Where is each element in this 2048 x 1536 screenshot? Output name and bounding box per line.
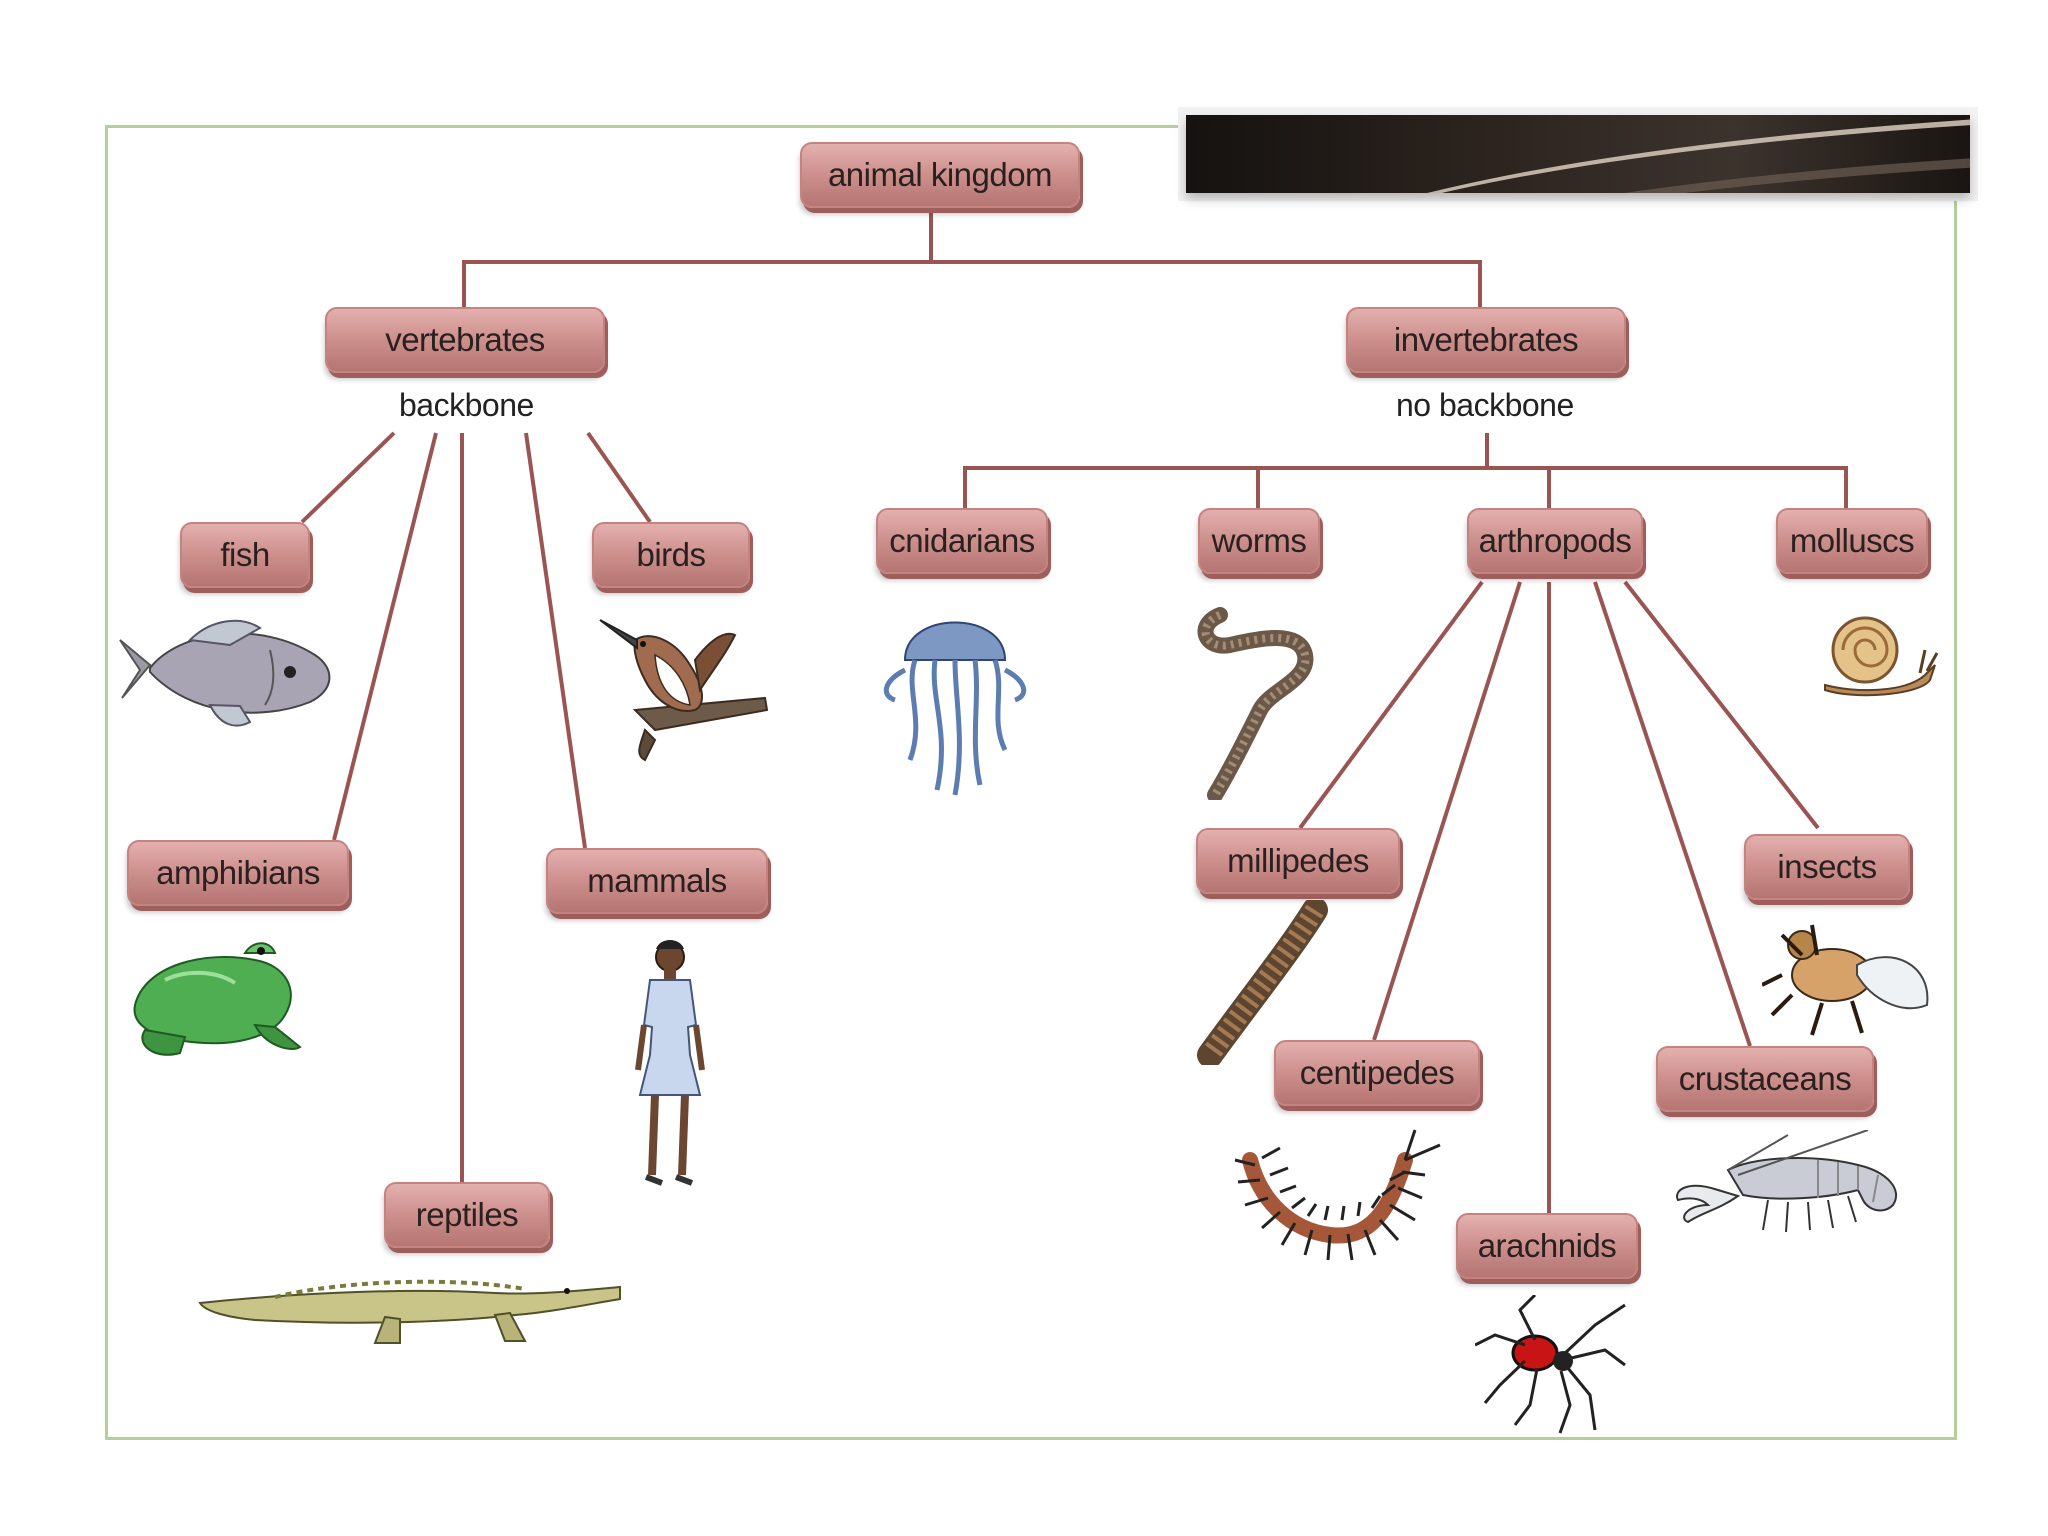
vertebrates-sublabel: backbone (399, 387, 534, 423)
centipede-illustration (1234, 1129, 1441, 1261)
node-arthropods: arthropods (1467, 508, 1643, 574)
node-vertebrates: vertebrates (325, 307, 605, 373)
node-cnidarians: cnidarians (876, 508, 1048, 574)
bird-illustration (599, 619, 769, 762)
spider-illustration (1475, 1295, 1626, 1434)
node-worms: worms (1198, 508, 1320, 574)
fly-illustration (1762, 924, 1929, 1036)
invertebrates-sublabel: no backbone (1396, 387, 1574, 423)
node-arachnids: arachnids (1456, 1213, 1638, 1279)
millipede-illustration (1197, 900, 1328, 1065)
human-illustration (635, 940, 705, 1186)
node-fish: fish (180, 522, 310, 588)
fish-illustration (119, 619, 331, 727)
node-reptiles: reptiles (384, 1182, 550, 1248)
node-crustaceans: crustaceans (1656, 1046, 1874, 1112)
node-insects: insects (1744, 834, 1910, 900)
photo-strip (1186, 115, 1970, 193)
frog-illustration (133, 942, 302, 1056)
node-millipedes: millipedes (1196, 828, 1400, 894)
shrimp-illustration (1676, 1130, 1898, 1233)
node-mammals: mammals (546, 848, 768, 914)
node-amphibians: amphibians (127, 840, 349, 906)
jellyfish-illustration (883, 621, 1027, 796)
node-molluscs: molluscs (1776, 508, 1928, 574)
crocodile-illustration (198, 1279, 621, 1344)
node-centipedes: centipedes (1274, 1040, 1480, 1106)
node-invertebrates: invertebrates (1346, 307, 1626, 373)
earthworm-illustration (1197, 607, 1314, 800)
node-animal-kingdom: animal kingdom (800, 142, 1080, 208)
snail-illustration (1824, 616, 1939, 697)
node-birds: birds (592, 522, 750, 588)
